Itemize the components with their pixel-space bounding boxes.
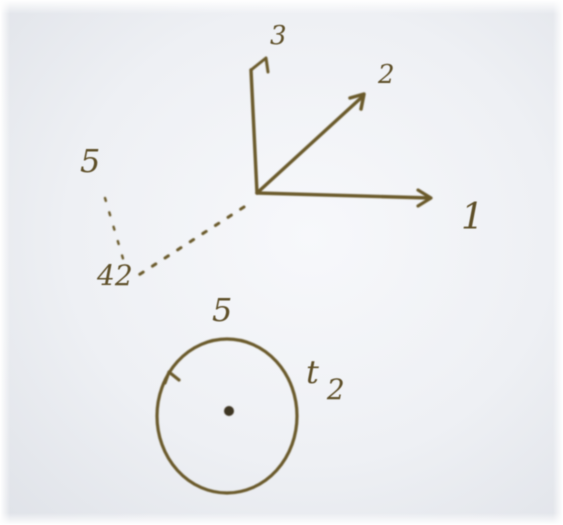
t2-main: t: [306, 353, 319, 391]
five-upper-label: 5: [80, 145, 100, 177]
axis-1-line: [257, 193, 430, 198]
dashed-projection-line: [134, 207, 244, 278]
t2-subscript: 2: [327, 373, 345, 406]
axis-3-label: 3: [270, 23, 287, 49]
axis-1-label: 1: [461, 200, 484, 236]
axis-2-label: 2: [378, 62, 395, 88]
axis-2-line: [257, 97, 362, 193]
dotted-vertical-line: [105, 198, 124, 262]
axis-3-arrowhead: [251, 58, 268, 72]
orbit-circle: [157, 339, 297, 493]
axis-3-line: [251, 70, 257, 193]
orbit-direction-arrow: [165, 372, 179, 383]
s-label: 5: [212, 294, 232, 326]
center-dot: [224, 406, 234, 416]
four-two-label: 42: [97, 262, 133, 290]
